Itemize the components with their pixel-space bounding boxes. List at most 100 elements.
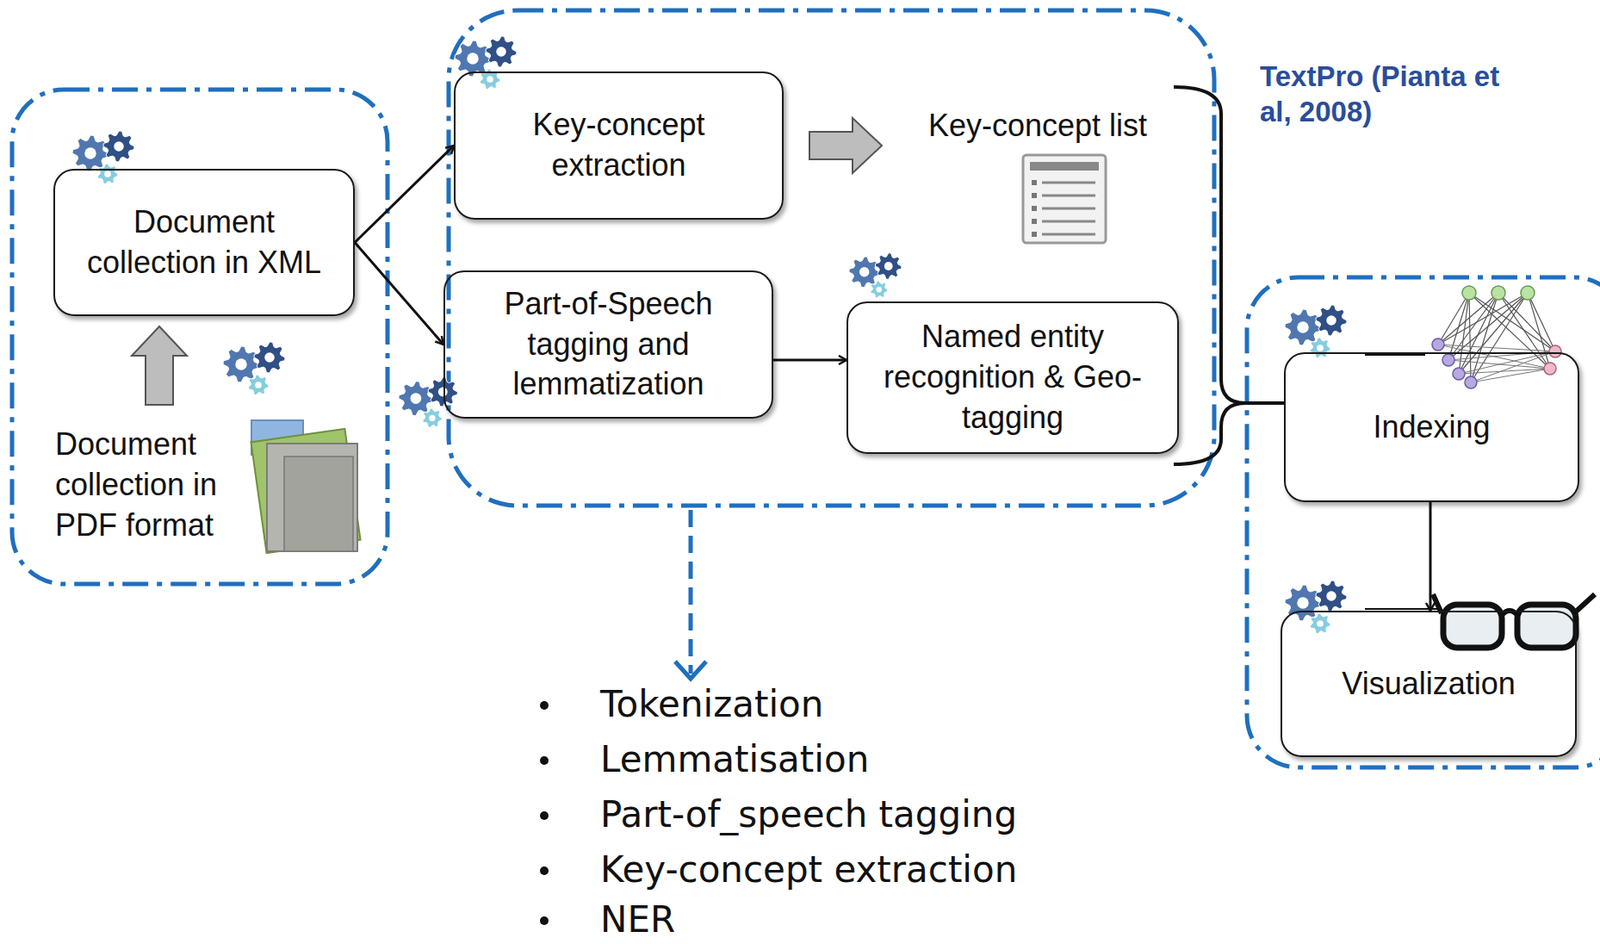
gear bbox=[422, 408, 443, 428]
gear-hole bbox=[1316, 344, 1324, 352]
gear bbox=[1315, 304, 1347, 336]
node-text: Named entity recognition & Geo-tagging bbox=[863, 316, 1162, 438]
node-text: Visualization bbox=[1341, 663, 1515, 705]
block-arrow bbox=[809, 117, 882, 174]
gear-hole bbox=[496, 46, 507, 57]
flow-arrow bbox=[1429, 502, 1433, 611]
leader-line bbox=[1364, 353, 1426, 356]
network-node bbox=[1452, 367, 1465, 380]
gear bbox=[103, 130, 135, 162]
input-region bbox=[12, 89, 388, 584]
process-box: Indexing bbox=[1283, 352, 1580, 503]
gear-hole bbox=[264, 352, 275, 363]
network-node bbox=[1464, 376, 1477, 389]
gear bbox=[1309, 337, 1331, 359]
gear-hole bbox=[875, 286, 882, 293]
network-node bbox=[1549, 345, 1562, 358]
list-line bbox=[1041, 233, 1096, 236]
list-line bbox=[1041, 181, 1096, 185]
gear-hole bbox=[486, 75, 494, 83]
gear bbox=[1309, 613, 1331, 634]
network-link bbox=[1469, 292, 1471, 383]
list-icon bbox=[1023, 155, 1106, 243]
bullet-dot bbox=[539, 916, 549, 925]
network-node bbox=[1491, 285, 1506, 300]
gear-hole bbox=[254, 381, 262, 389]
gear-hole bbox=[1296, 321, 1309, 333]
network-link bbox=[1470, 351, 1556, 383]
gear bbox=[875, 253, 903, 280]
list-sheet bbox=[1023, 155, 1106, 243]
network-link bbox=[1498, 292, 1556, 352]
list-bullet bbox=[1031, 192, 1037, 199]
network-node bbox=[1442, 353, 1455, 366]
list-header bbox=[1029, 161, 1099, 171]
process-box: Named entity recognition & Geo-tagging bbox=[846, 301, 1179, 454]
gear-hole bbox=[84, 147, 96, 159]
output-region bbox=[1246, 277, 1600, 768]
gear bbox=[97, 163, 118, 185]
process-box: Visualization bbox=[1280, 610, 1577, 757]
list-line bbox=[1041, 194, 1096, 198]
bullet-item: Part-of_speech tagging bbox=[600, 793, 1018, 836]
gear-hole bbox=[884, 261, 894, 271]
folder-back bbox=[250, 428, 360, 553]
folder-front bbox=[266, 443, 358, 552]
list-bullet bbox=[1031, 231, 1037, 237]
gear-icon bbox=[223, 341, 286, 396]
list-line bbox=[1041, 220, 1096, 224]
gear bbox=[72, 135, 109, 172]
folder-sheet bbox=[284, 456, 354, 552]
bullet-dot bbox=[539, 811, 549, 820]
gear-icon bbox=[398, 377, 459, 428]
bullet-item: NER bbox=[600, 899, 676, 941]
gear-hole bbox=[1296, 596, 1309, 608]
bullet-item: Tokenization bbox=[600, 683, 824, 726]
grouping-brace bbox=[1173, 86, 1284, 465]
gear-hole bbox=[410, 392, 422, 404]
gear-hole bbox=[113, 141, 125, 152]
gear-hole bbox=[235, 358, 247, 370]
bullet-item: Lemmatisation bbox=[600, 738, 869, 781]
dashed-arrow bbox=[688, 509, 694, 674]
dashed-regions bbox=[12, 10, 1600, 768]
list-line bbox=[1041, 207, 1096, 211]
process-box: Part-of-Speech tagging and lemmatization bbox=[443, 270, 774, 419]
flow-arrow bbox=[354, 145, 454, 243]
network-link bbox=[1438, 292, 1470, 345]
gear bbox=[1315, 580, 1347, 612]
dashed-arrow-head bbox=[675, 661, 707, 679]
network-node bbox=[1544, 362, 1557, 375]
folder-icon bbox=[250, 420, 360, 553]
bullet-item: Key-concept extraction bbox=[600, 849, 1018, 891]
network-node bbox=[1520, 285, 1535, 300]
gear-hole bbox=[104, 170, 112, 178]
network-icon bbox=[1432, 285, 1562, 389]
glasses-icon bbox=[1432, 594, 1595, 648]
network-node bbox=[1462, 285, 1476, 300]
leader-line bbox=[1364, 607, 1440, 610]
gear-hole bbox=[1326, 315, 1337, 326]
gear-hole bbox=[466, 52, 478, 64]
gear bbox=[248, 374, 269, 396]
bullet-dot bbox=[539, 756, 549, 765]
textpro-region bbox=[448, 10, 1215, 506]
gear-hole bbox=[1316, 620, 1324, 627]
node-text: Key-concept list bbox=[928, 105, 1148, 147]
node-text: Document collection in XML bbox=[70, 202, 338, 284]
gear-icon bbox=[849, 253, 902, 298]
list-bullet bbox=[1031, 218, 1037, 224]
text-node: Document collection in PDF format bbox=[49, 411, 255, 559]
network-link bbox=[1448, 292, 1470, 360]
process-box: Key-concept extraction bbox=[453, 71, 784, 220]
gear bbox=[223, 346, 260, 383]
node-text: Part-of-Speech tagging and lemmatization bbox=[460, 284, 757, 405]
gear bbox=[398, 381, 434, 416]
process-box: Document collection in XML bbox=[53, 168, 355, 317]
bullet-dot bbox=[539, 700, 549, 710]
node-text: Indexing bbox=[1372, 407, 1490, 448]
list-lines bbox=[1031, 179, 1096, 237]
gear bbox=[849, 256, 881, 288]
gear-hole bbox=[859, 266, 869, 277]
network-link bbox=[1438, 292, 1528, 345]
